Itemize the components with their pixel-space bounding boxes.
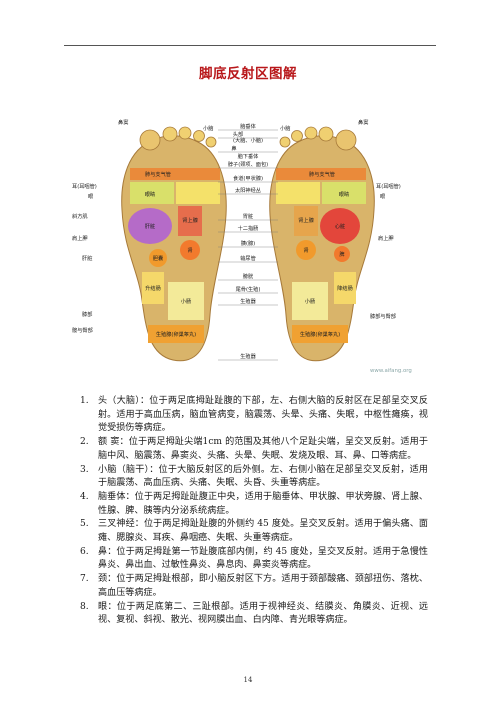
label-ureter: 输尿管 bbox=[240, 254, 256, 262]
label-head-detail: (大脑、小脑) bbox=[233, 136, 263, 144]
zone-lung-right: 肺与支气管 bbox=[309, 170, 335, 178]
zone-adrenal-left: 肾上腺 bbox=[182, 216, 198, 224]
label-sinus-left: 鼻窦 bbox=[118, 118, 128, 126]
list-item: 8.眼：位于两足底第二、三趾根部。适用于视神经炎、结膜炎、角膜炎、近视、远视、复… bbox=[80, 601, 428, 626]
page-title: 脚底反射区图解 bbox=[199, 66, 297, 82]
list-item: 2.额 窦：位于两足拇趾尖端1cm 的范围及其他八个足趾尖端，呈交叉反射。适用于… bbox=[80, 437, 428, 461]
zone-lung-left: 肺与支气管 bbox=[145, 170, 171, 178]
label-liver-left: 肝脏 bbox=[82, 254, 92, 262]
label-pituitary: 脑下垂体 bbox=[238, 152, 260, 160]
label-hip-left: 髋与臀部 bbox=[72, 326, 93, 334]
zone-liver: 肝脏 bbox=[145, 222, 155, 230]
zone-small-intestine-right: 小肠 bbox=[305, 297, 315, 305]
zone-gonad-right: 生殖腺(卵巢睾丸) bbox=[300, 330, 340, 338]
foot-reflexology-map: 脑垂体 头部 (大脑、小脑) 鼻 脑下垂体 脖子(颈项、面包) 食道(甲状腺) … bbox=[58, 110, 438, 380]
right-foot bbox=[269, 126, 375, 362]
zone-eye-right: 眼睛 bbox=[339, 190, 349, 198]
list-item: 3.小脑（脑干）：位于大脑反射区的后外侧。左、右侧小脑在足部呈交叉反射，适用于脑… bbox=[80, 464, 428, 489]
label-lower-right: 膝部与臀部 bbox=[370, 312, 396, 320]
label-eye-left: 眼 bbox=[88, 193, 93, 200]
zone-colon-right: 降结肠 bbox=[337, 284, 353, 292]
list-item: 5.三叉神经：位于两足拇趾趾腹的外侧约 45 度处。呈交叉反射。适用于偏头痛、面… bbox=[80, 519, 428, 544]
label-bottom: 生殖器 bbox=[240, 352, 256, 360]
label-bladder: 膀胱 bbox=[243, 272, 253, 280]
label-shoulder-right: 肩上胛 bbox=[378, 234, 394, 242]
label-head: 头部 bbox=[233, 130, 243, 138]
label-pancreas: 胰(腺) bbox=[241, 239, 255, 247]
list-item: 1.头（大脑）：位于两足底拇趾趾腹的下部，左、右侧大脑的反射区在足部呈交叉反射。… bbox=[80, 396, 428, 434]
label-eye-right: 眼 bbox=[380, 193, 385, 200]
label-ear-right: 耳(耳咽管) bbox=[376, 182, 401, 190]
label-ear-left: 耳(耳咽管) bbox=[72, 182, 97, 190]
foot-map-svg: 脑垂体 头部 (大脑、小脑) 鼻 脑下垂体 脖子(颈项、面包) 食道(甲状腺) … bbox=[72, 118, 412, 374]
zone-adrenal-right: 肾上腺 bbox=[298, 216, 314, 224]
label-stomach: 胃脏 bbox=[243, 212, 253, 220]
label-brain-stem: 脑垂体 bbox=[240, 122, 256, 130]
label-nose: 鼻 bbox=[231, 144, 236, 152]
label-sinus-right: 鼻窦 bbox=[358, 118, 368, 126]
list-item: 6.鼻：位于两足拇趾第一节趾腹底部内侧，约 45 度处，呈交叉反射。适用于急慢性… bbox=[80, 546, 428, 571]
left-foot bbox=[121, 126, 227, 362]
label-cerebellum-right: 小脑 bbox=[280, 124, 290, 132]
page-number: 14 bbox=[243, 676, 253, 684]
label-sciatic: 尾骨(生殖) bbox=[236, 285, 261, 293]
zone-eye-left: 眼睛 bbox=[145, 190, 155, 198]
label-knee-left: 膝部 bbox=[82, 310, 92, 318]
zone-heart: 心脏 bbox=[335, 222, 345, 230]
label-neck: 脖子(颈项、面包) bbox=[228, 160, 268, 168]
label-thyroid: 食道(甲状腺) bbox=[233, 174, 263, 182]
zone-spleen: 脾 bbox=[339, 250, 344, 258]
list-item: 4.脑垂体：位于两足拇趾趾腹正中央，适用于脑垂体、甲状腺、甲状旁腺、肾上腺、性腺… bbox=[80, 491, 428, 516]
zone-kidney-left: 肾 bbox=[187, 246, 192, 254]
label-solar-plexus: 太阳神经丛 bbox=[235, 186, 261, 194]
watermark: www.aifang.org bbox=[370, 368, 412, 374]
label-genital: 生殖器 bbox=[240, 297, 256, 305]
zone-colon-left: 升结肠 bbox=[145, 284, 161, 292]
label-shoulder-left: 肩上胛 bbox=[72, 234, 88, 242]
zone-gonad-left: 生殖腺(卵巢睾丸) bbox=[156, 330, 196, 338]
zone-kidney-right: 肾 bbox=[303, 246, 308, 254]
header-rule bbox=[64, 45, 436, 46]
label-duodenum: 十二指肠 bbox=[238, 224, 259, 232]
label-trapezius-left: 斜方肌 bbox=[72, 212, 88, 220]
label-cerebellum-left: 小脑 bbox=[203, 124, 213, 132]
list-item: 7.颈：位于两足拇趾根部，即小脑反射区下方。适用于颈部酸痛、颈部扭伤、落枕、高血… bbox=[80, 574, 428, 598]
center-labels bbox=[218, 129, 278, 361]
reflex-zone-list: 1.头（大脑）：位于两足底拇趾趾腹的下部，左、右侧大脑的反射区在足部呈交叉反射。… bbox=[80, 395, 428, 628]
zone-gallbladder: 胆囊 bbox=[153, 254, 163, 262]
zone-small-intestine-left: 小肠 bbox=[181, 297, 191, 305]
